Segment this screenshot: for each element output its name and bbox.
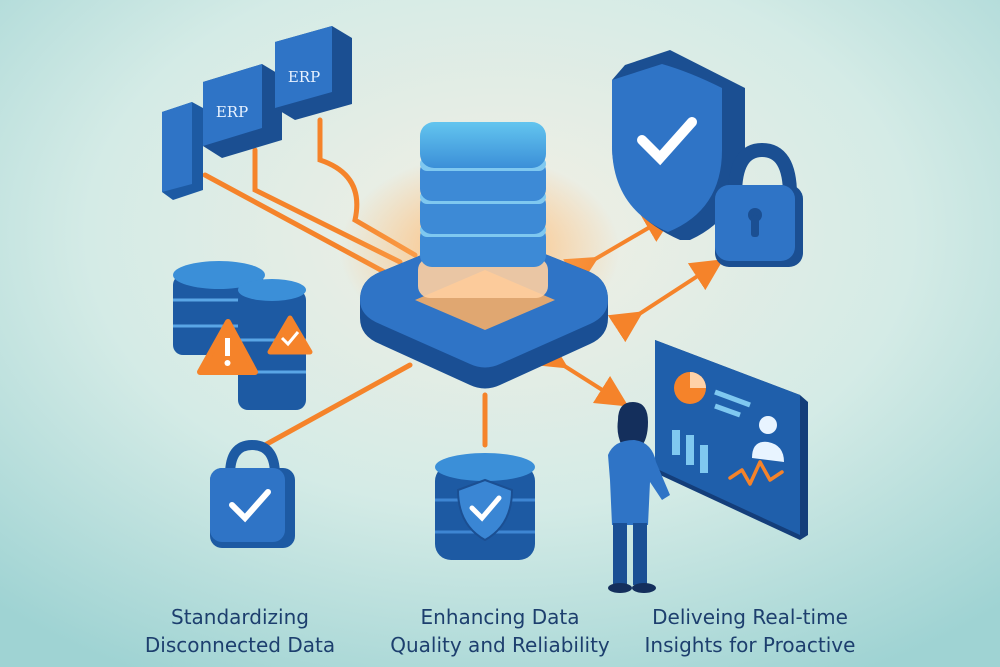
bar-chart-icon bbox=[672, 430, 708, 473]
erp-server-left-small bbox=[162, 102, 203, 200]
dashboard-screen-icon bbox=[655, 340, 808, 540]
caption-enhancing: Enhancing Data Quality and Reliability bbox=[380, 603, 620, 659]
erp-server-icon: ERP bbox=[275, 26, 352, 120]
shield-check-icon bbox=[612, 50, 745, 240]
caption-left-line2: Disconnected Data bbox=[144, 633, 336, 657]
database-stack-icon bbox=[418, 122, 548, 298]
trend-line-icon bbox=[728, 460, 784, 486]
erp-label-right: ERP bbox=[288, 68, 320, 86]
caption-delivering: Deliveing Real-time Insights for Proacti… bbox=[625, 603, 875, 659]
warning-icon bbox=[197, 319, 258, 375]
padlock-check-icon bbox=[210, 439, 295, 548]
user-icon bbox=[752, 416, 784, 462]
lock-link bbox=[262, 362, 413, 448]
person-icon bbox=[608, 402, 670, 593]
shield-database-icon bbox=[435, 453, 535, 560]
central-hub bbox=[340, 122, 620, 389]
erp-server-icon: ERP bbox=[203, 64, 282, 158]
pie-chart-icon bbox=[674, 372, 706, 404]
caption-middle-line1: Enhancing Data bbox=[420, 605, 580, 629]
arrow-to-dashboard bbox=[532, 337, 629, 407]
caption-right-line1: Deliveing Real-time bbox=[652, 605, 848, 629]
erp-label-left: ERP bbox=[216, 103, 248, 121]
arrow-to-lock bbox=[607, 259, 724, 343]
caption-standardizing: Standardizing Disconnected Data bbox=[110, 603, 370, 659]
caption-right-line2: Insights for Proactive bbox=[644, 633, 856, 657]
warning-icon bbox=[267, 315, 313, 355]
padlock-icon bbox=[715, 142, 803, 267]
disconnected-databases bbox=[173, 261, 313, 410]
caption-middle-line2: Quality and Reliability bbox=[390, 633, 610, 657]
caption-left-line1: Standardizing bbox=[171, 605, 309, 629]
